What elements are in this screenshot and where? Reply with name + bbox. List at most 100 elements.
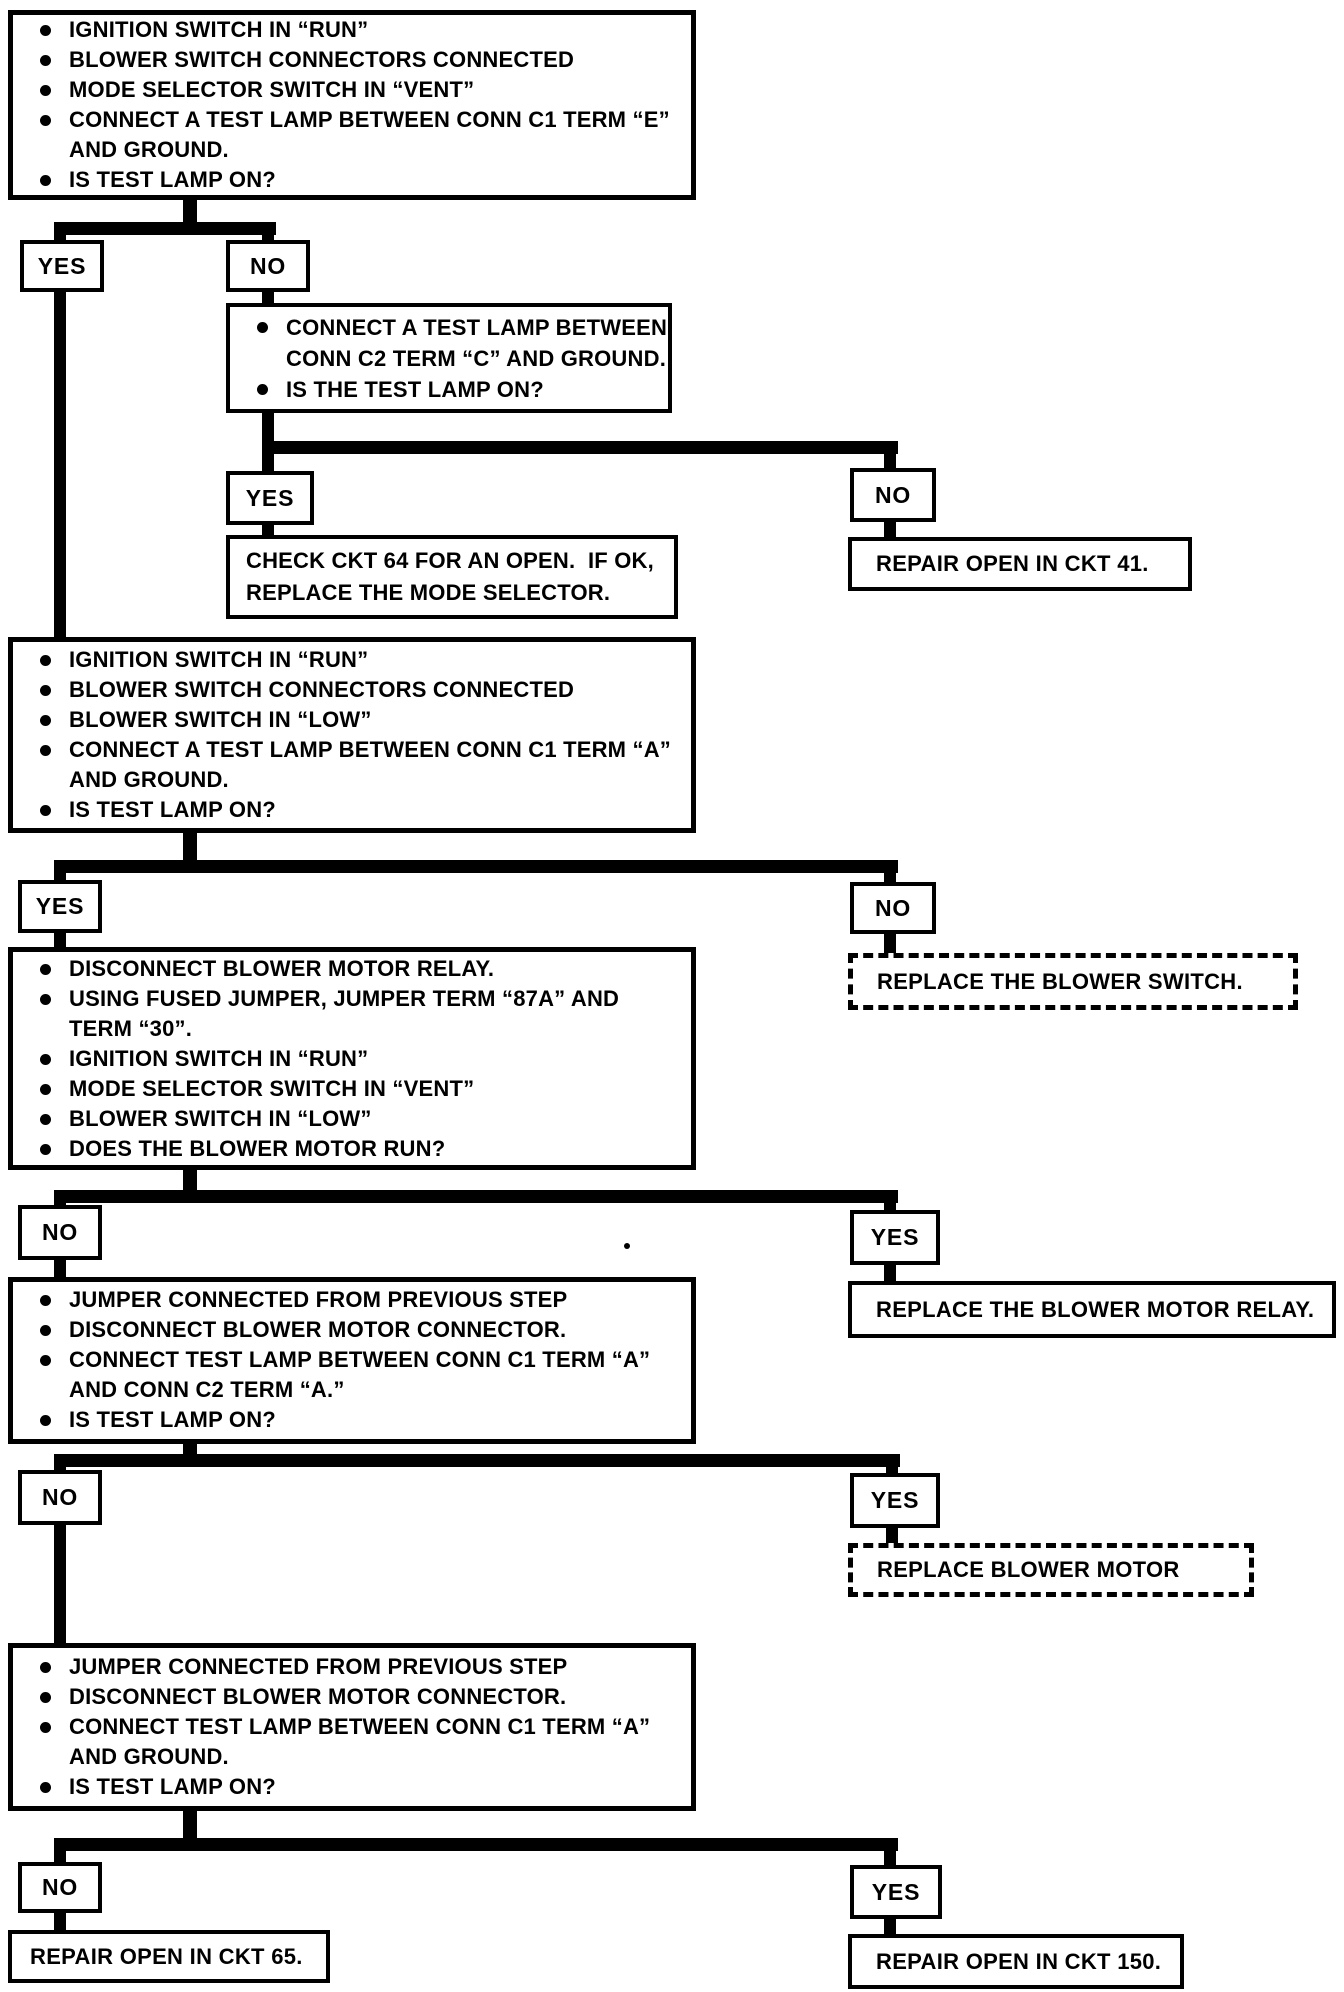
step-text: CONNECT A TEST LAMP BETWEEN xyxy=(286,315,668,340)
bullet-icon xyxy=(40,1692,51,1703)
step-text-line: IGNITION SWITCH IN “RUN” xyxy=(13,15,691,45)
bullet-icon xyxy=(40,55,51,66)
decision-box-3: DISCONNECT BLOWER MOTOR RELAY. USING FUS… xyxy=(8,947,696,1170)
action-text: REPAIR OPEN IN CKT 65. xyxy=(30,1943,303,1969)
no-label-4: NO xyxy=(18,1205,102,1260)
bullet-icon xyxy=(40,1355,51,1366)
connector-line xyxy=(886,1526,898,1545)
step-text: AND CONN C2 TERM “A.” xyxy=(69,1377,345,1402)
action-text: REPAIR OPEN IN CKT 41. xyxy=(876,551,1149,576)
connector-line xyxy=(884,1263,896,1283)
connector-line xyxy=(54,1849,66,1864)
connector-line xyxy=(183,1809,197,1841)
bullet-icon xyxy=(40,685,51,696)
decision-box-4: JUMPER CONNECTED FROM PREVIOUS STEP DISC… xyxy=(8,1277,696,1444)
step-text-line: DISCONNECT BLOWER MOTOR CONNECTOR. xyxy=(13,1682,691,1712)
step-text-line: CONNECT A TEST LAMP BETWEEN xyxy=(230,312,668,343)
bullet-icon xyxy=(40,1722,51,1733)
step-text: IS TEST LAMP ON? xyxy=(69,1774,276,1799)
step-text-line: CONNECT TEST LAMP BETWEEN CONN C1 TERM “… xyxy=(13,1345,691,1375)
bullet-icon xyxy=(40,1662,51,1673)
step-text-line-continuation: AND GROUND. xyxy=(13,135,691,165)
bullet-icon xyxy=(40,1295,51,1306)
no-label-1: NO xyxy=(226,240,310,292)
bullet-icon xyxy=(40,1415,51,1426)
bullet-icon xyxy=(40,1325,51,1336)
step-text-line-continuation: CONN C2 TERM “C” AND GROUND. xyxy=(230,343,668,374)
step-text: DISCONNECT BLOWER MOTOR RELAY. xyxy=(69,956,495,981)
step-text-line: BLOWER SWITCH IN “LOW” xyxy=(13,1104,691,1134)
step-text: MODE SELECTOR SWITCH IN “VENT” xyxy=(69,77,475,102)
connector-line xyxy=(884,452,896,470)
connector-line xyxy=(262,441,898,454)
connector-line xyxy=(54,1190,898,1203)
step-text: IS TEST LAMP ON? xyxy=(69,1407,276,1432)
step-text-line: IGNITION SWITCH IN “RUN” xyxy=(13,645,691,675)
step-text: IGNITION SWITCH IN “RUN” xyxy=(69,1046,369,1071)
step-text-line: BLOWER SWITCH CONNECTORS CONNECTED xyxy=(13,675,691,705)
connector-line xyxy=(183,198,197,226)
action-box-repair-ckt150: REPAIR OPEN IN CKT 150. xyxy=(848,1934,1184,1989)
step-text: JUMPER CONNECTED FROM PREVIOUS STEP xyxy=(69,1654,568,1679)
connector-line xyxy=(54,1838,898,1851)
yes-label-2: YES xyxy=(226,471,314,525)
step-text-line: MODE SELECTOR SWITCH IN “VENT” xyxy=(13,1074,691,1104)
yes-label-3: YES xyxy=(18,880,102,933)
step-text: DOES THE BLOWER MOTOR RUN? xyxy=(69,1136,446,1161)
connector-line xyxy=(183,831,197,862)
action-box-replace-blower-switch: REPLACE THE BLOWER SWITCH. xyxy=(848,953,1298,1010)
action-text: REPAIR OPEN IN CKT 150. xyxy=(876,1948,1162,1974)
connector-line xyxy=(54,233,66,242)
connector-line xyxy=(886,1465,898,1475)
no-label-2: NO xyxy=(850,468,936,522)
step-text: TERM “30”. xyxy=(69,1016,193,1041)
step-text-line-continuation: AND CONN C2 TERM “A.” xyxy=(13,1375,691,1405)
connector-line xyxy=(54,931,66,949)
step-text-line: IS TEST LAMP ON? xyxy=(13,1405,691,1435)
bullet-icon xyxy=(257,322,268,333)
step-text: IGNITION SWITCH IN “RUN” xyxy=(69,647,369,672)
step-text-line: DOES THE BLOWER MOTOR RUN? xyxy=(13,1134,691,1164)
bullet-icon xyxy=(40,655,51,666)
step-text: DISCONNECT BLOWER MOTOR CONNECTOR. xyxy=(69,1317,567,1342)
connector-line xyxy=(54,1465,66,1472)
bullet-icon xyxy=(40,994,51,1005)
connector-line xyxy=(884,1201,896,1212)
bullet-icon xyxy=(40,715,51,726)
action-text: CHECK CKT 64 FOR AN OPEN. IF OK, xyxy=(246,548,654,573)
action-text: REPLACE THE BLOWER MOTOR RELAY. xyxy=(876,1296,1315,1322)
bullet-icon xyxy=(40,1084,51,1095)
connector-line xyxy=(54,1454,900,1467)
decision-box-c2: CONNECT A TEST LAMP BETWEEN CONN C2 TERM… xyxy=(226,303,672,413)
step-text: DISCONNECT BLOWER MOTOR CONNECTOR. xyxy=(69,1684,567,1709)
step-text: JUMPER CONNECTED FROM PREVIOUS STEP xyxy=(69,1287,568,1312)
bullet-icon xyxy=(40,175,51,186)
connector-line xyxy=(884,932,896,955)
step-text-line: CONNECT TEST LAMP BETWEEN CONN C1 TERM “… xyxy=(13,1712,691,1742)
action-box-replace-relay: REPLACE THE BLOWER MOTOR RELAY. xyxy=(848,1281,1336,1338)
bullet-icon xyxy=(40,1114,51,1125)
bullet-icon xyxy=(40,115,51,126)
decision-box-5: JUMPER CONNECTED FROM PREVIOUS STEP DISC… xyxy=(8,1643,696,1811)
bullet-icon xyxy=(40,1144,51,1155)
step-text-line: IS THE TEST LAMP ON? xyxy=(230,374,668,405)
no-text: NO xyxy=(41,1219,79,1245)
bullet-icon xyxy=(257,384,268,395)
connector-line xyxy=(262,452,274,473)
yes-text: YES xyxy=(35,893,85,919)
step-text: CONNECT A TEST LAMP BETWEEN CONN C1 TERM… xyxy=(69,107,670,132)
no-text: NO xyxy=(874,481,912,508)
connector-line xyxy=(54,1523,66,1645)
step-text: IS THE TEST LAMP ON? xyxy=(286,377,544,402)
no-label-3: NO xyxy=(850,882,936,934)
no-text: NO xyxy=(249,252,287,279)
step-text-line: USING FUSED JUMPER, JUMPER TERM “87A” AN… xyxy=(13,984,691,1014)
decision-box-1: IGNITION SWITCH IN “RUN” BLOWER SWITCH C… xyxy=(8,10,696,200)
no-text: NO xyxy=(41,1874,79,1900)
connector-line xyxy=(54,871,66,882)
step-text: CONNECT TEST LAMP BETWEEN CONN C1 TERM “… xyxy=(69,1347,651,1372)
bullet-icon xyxy=(40,85,51,96)
connector-line xyxy=(54,222,276,235)
step-text-line: JUMPER CONNECTED FROM PREVIOUS STEP xyxy=(13,1285,691,1315)
